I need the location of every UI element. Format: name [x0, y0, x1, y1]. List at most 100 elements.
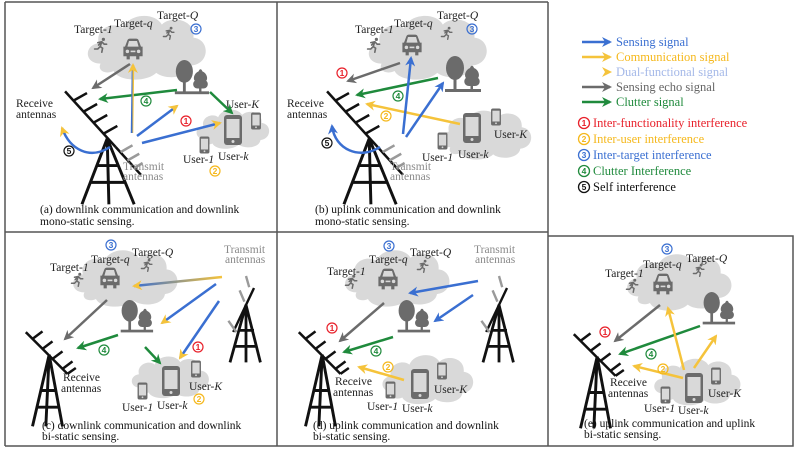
label-user-1: User-1: [422, 152, 453, 164]
svg-text:2: 2: [582, 134, 587, 144]
label-target-1: Target-1: [605, 268, 644, 280]
phone-icon: [463, 113, 481, 143]
sensing-arrow: [401, 56, 416, 135]
svg-text:3: 3: [470, 24, 475, 34]
uplink-comm-arrow: [692, 334, 718, 369]
svg-text:4: 4: [102, 345, 107, 355]
svg-text:Communication signal: Communication signal: [616, 50, 730, 64]
svg-text:2: 2: [386, 362, 391, 372]
panel-b: Target-1 Target-q Target-Q User-K User-1…: [287, 10, 532, 228]
legend-interference-2: 2 Inter-user interference: [577, 132, 705, 146]
label-target-Q: Target-Q: [157, 10, 199, 22]
trees-icon: [397, 300, 431, 333]
legend-sensing-signal: Sensing signal: [582, 35, 689, 49]
badge-1: 1: [326, 322, 338, 334]
svg-text:1: 1: [196, 342, 201, 352]
legend-dual-functional-signal: Dual-functional signal: [582, 65, 729, 79]
label-receive-2: antennas: [608, 388, 649, 400]
badge-5: 5: [321, 137, 333, 149]
label-receive: Receive: [335, 376, 372, 388]
label-user-K: User-K: [708, 388, 742, 400]
legend-interference-4: 4 Clutter Interference: [577, 164, 692, 178]
caption-c-line1: (c) downlink communication and downlink: [42, 420, 242, 432]
clutter-arrow: [76, 333, 119, 351]
label-user-k: User-k: [458, 149, 489, 161]
label-target-q: Target-q: [114, 18, 153, 30]
svg-text:4: 4: [144, 96, 149, 106]
svg-text:2: 2: [197, 394, 202, 404]
svg-text:3: 3: [109, 240, 114, 250]
badge-1: 1: [180, 115, 192, 127]
clutter-arrow: [342, 335, 394, 355]
caption-c-line2: bi-static sensing.: [42, 431, 119, 443]
caption-b-line1: (b) uplink communication and downlink: [315, 204, 501, 216]
legend-communication-signal: Communication signal: [582, 50, 730, 64]
legend-sensing-echo-signal: Sensing echo signal: [582, 80, 716, 94]
panel-e: Target-1 Target-q Target-Q User-K User-1…: [573, 243, 755, 441]
svg-text:5: 5: [582, 182, 587, 192]
legend-interference-3: 3 Inter-target interference: [577, 148, 712, 162]
svg-text:2: 2: [213, 166, 218, 176]
panel-borders: [4, 1, 794, 447]
label-target-1: Target-1: [327, 266, 366, 278]
clutter-arrow: [144, 346, 162, 365]
label-target-Q: Target-Q: [410, 247, 452, 259]
label-user-k: User-k: [157, 400, 188, 412]
uplink-comm-arrow: [357, 364, 405, 382]
badge-3: 3: [661, 243, 673, 255]
phone-icon: [251, 112, 261, 130]
echo-arrow: [338, 302, 385, 343]
svg-text:1: 1: [603, 327, 608, 337]
dual-arrow: [160, 282, 217, 325]
label-transmit: Transmit: [123, 161, 165, 173]
phone-icon: [491, 108, 501, 126]
uplink-comm-arrow: [665, 306, 686, 371]
phone-icon: [685, 373, 703, 403]
badge-1: 1: [599, 326, 611, 338]
badge-5: 5: [63, 145, 75, 157]
legend-interference-5: 5 Self interference: [577, 180, 676, 194]
badge-2: 2: [657, 363, 669, 375]
svg-text:Sensing echo signal: Sensing echo signal: [616, 80, 716, 94]
svg-text:Inter-functionality interferen: Inter-functionality interference: [593, 116, 748, 130]
svg-text:Clutter Interference: Clutter Interference: [593, 164, 692, 178]
sensing-arrow: [404, 81, 445, 138]
caption-b-line2: mono-static sensing.: [315, 216, 410, 228]
svg-text:1: 1: [330, 323, 335, 333]
clutter-arrow: [618, 324, 701, 357]
svg-text:Dual-functional signal: Dual-functional signal: [616, 65, 729, 79]
phone-icon: [137, 382, 148, 400]
svg-text:2: 2: [384, 111, 389, 121]
phone-icon: [660, 386, 671, 404]
svg-text:Clutter signal: Clutter signal: [616, 95, 684, 109]
svg-text:Inter-target interference: Inter-target interference: [593, 148, 712, 162]
phone-icon: [199, 136, 210, 154]
dual-arrow: [141, 120, 222, 145]
badge-2: 2: [193, 393, 205, 405]
svg-text:3: 3: [194, 24, 199, 34]
badge-3: 3: [105, 239, 117, 251]
svg-text:1: 1: [340, 68, 345, 78]
svg-text:2: 2: [661, 364, 666, 374]
dual-arrow: [127, 63, 138, 134]
label-user-K: User-K: [189, 381, 223, 393]
label-transmit: Transmit: [474, 244, 516, 256]
badge-3: 3: [190, 23, 202, 35]
svg-text:5: 5: [325, 138, 330, 148]
phone-icon: [711, 367, 721, 385]
badge-4: 4: [645, 348, 657, 360]
phone-icon: [437, 362, 447, 380]
phone-icon: [385, 381, 396, 399]
label-target-1: Target-1: [50, 262, 89, 274]
phone-icon: [437, 132, 448, 150]
phone-icon: [411, 369, 429, 399]
legend-interference-1: 1 Inter-functionality interference: [577, 116, 748, 130]
svg-text:1: 1: [582, 118, 587, 128]
legend-clutter-signal: Clutter signal: [582, 95, 684, 109]
label-receive-2: antennas: [16, 109, 57, 121]
svg-text:5: 5: [67, 146, 72, 156]
caption-d-line2: bi-static sensing.: [313, 431, 390, 443]
label-target-Q: Target-Q: [686, 253, 728, 265]
phone-icon: [191, 360, 201, 378]
